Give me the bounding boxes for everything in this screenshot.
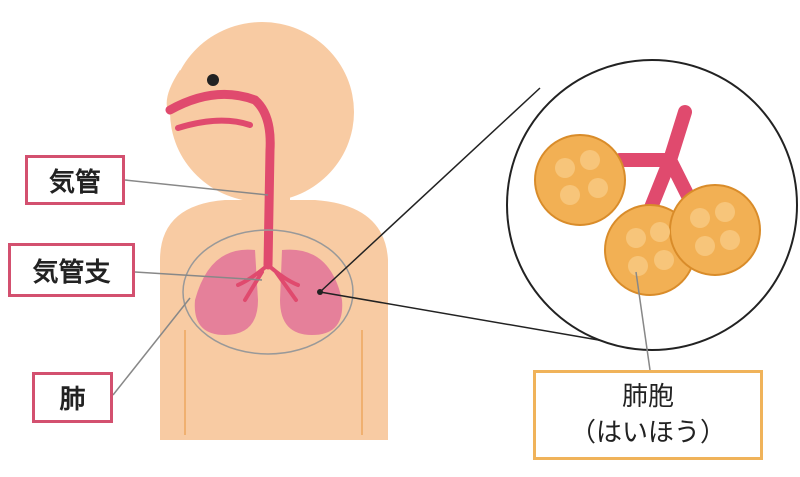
leader-trachea [124,179,269,196]
zoom-region-oval [182,229,354,355]
zoom-line-top [319,87,541,293]
label-alveolus: 肺胞 （はいほう） [533,370,763,460]
label-alveolus-kanji: 肺胞 [621,382,674,412]
airway [165,89,300,302]
zoom-point [317,289,323,295]
label-trachea: 気管 [25,155,125,205]
label-alveolus-reading: （はいほう） [569,418,726,448]
leader-bronchus [134,271,263,281]
leader-alveolus [635,271,651,371]
lungs [194,249,343,335]
eye [207,74,219,86]
zoom-line-bottom [319,291,611,343]
label-lung: 肺 [32,372,113,423]
human-body [160,22,388,440]
leader-lung [112,297,191,396]
bronchiole [613,105,697,217]
alveoli-clusters [534,134,761,296]
label-bronchus: 気管支 [8,243,135,297]
